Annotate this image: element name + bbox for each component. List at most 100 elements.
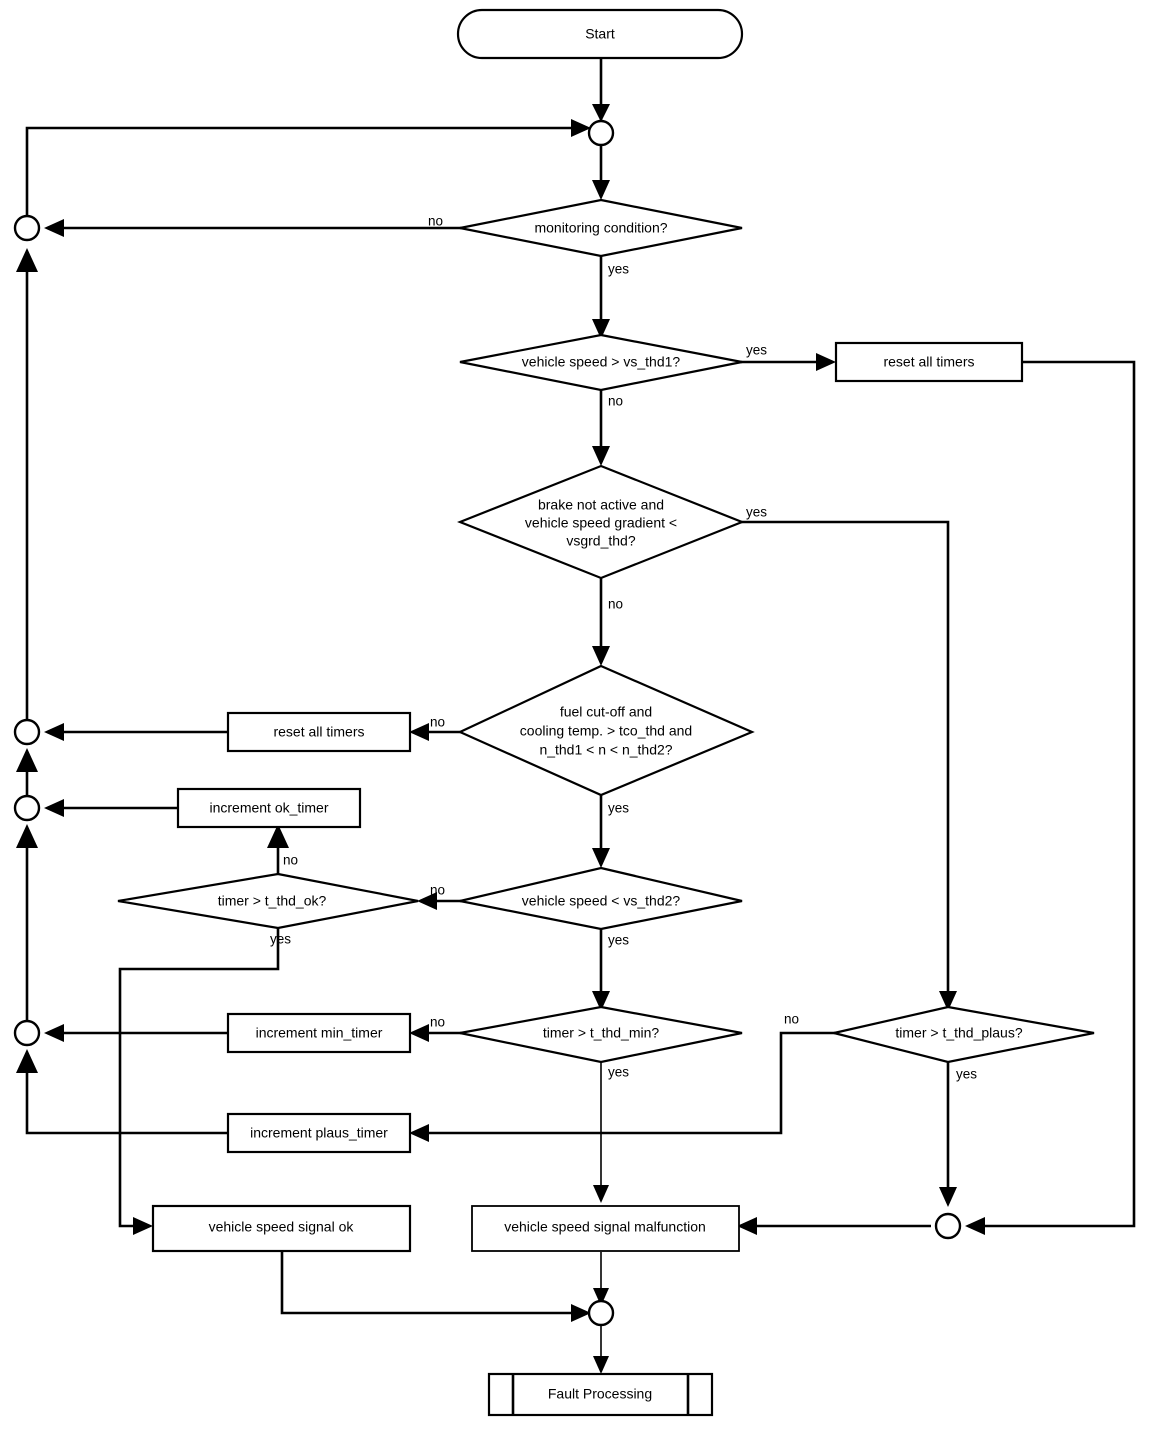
arrowhead-t-thd-ok-no xyxy=(267,824,289,848)
node-vehicle-speed-signal-ok-label: vehicle speed signal ok xyxy=(209,1219,355,1235)
merge-malfunction-right[interactable] xyxy=(934,1212,962,1240)
merge-loop-min[interactable] xyxy=(13,1019,41,1047)
node-brake-not-active-line1: brake not active and xyxy=(538,497,664,513)
arrowhead-t-thd-min-no xyxy=(409,1024,429,1042)
arrowhead-t-thd-plaus-yes xyxy=(939,1187,957,1207)
node-timer-gt-t-thd-min-label: timer > t_thd_min? xyxy=(543,1025,660,1041)
arrowhead-vs-thd2-no xyxy=(417,892,437,910)
arrowhead-spine-min-to-ok xyxy=(16,824,38,848)
merge-loop-top[interactable] xyxy=(587,119,615,147)
node-reset-all-timers-top-label: reset all timers xyxy=(883,354,974,370)
arrowhead-spine-reset-to-top xyxy=(16,248,38,272)
node-increment-ok-timer[interactable]: increment ok_timer xyxy=(176,787,362,829)
edge-label-t-thd-ok-no: no xyxy=(283,853,298,868)
merge-fault-entry[interactable] xyxy=(587,1299,615,1327)
node-fuel-cut-off-line1: fuel cut-off and xyxy=(560,704,652,720)
node-timer-gt-t-thd-plaus-label: timer > t_thd_plaus? xyxy=(895,1025,1022,1041)
arrowhead-start-to-merge xyxy=(592,104,610,122)
node-vehicle-speed-signal-malfunction-label: vehicle speed signal malfunction xyxy=(504,1219,706,1235)
arrowhead-t-thd-plaus-no xyxy=(409,1124,429,1142)
arrowhead-merge-to-monitoring xyxy=(592,180,610,200)
node-brake-not-active[interactable]: brake not active and vehicle speed gradi… xyxy=(457,464,745,580)
edge-ok-to-fault-merge xyxy=(280,1252,588,1315)
edge-label-brake-yes: yes xyxy=(746,505,767,520)
node-vehicle-speed-gt-vs-thd1[interactable]: vehicle speed > vs_thd1? xyxy=(459,333,743,392)
arrowhead-t-thd-ok-yes xyxy=(133,1217,153,1235)
edge-reset-top-to-right-rail xyxy=(968,360,1136,1228)
arrowhead-spine-ok-to-reset xyxy=(16,748,38,772)
arrowhead-vs-thd2-yes xyxy=(592,991,610,1011)
node-vehicle-speed-signal-malfunction[interactable]: vehicle speed signal malfunction xyxy=(471,1205,740,1252)
edge-brake-yes xyxy=(740,520,950,1007)
node-increment-ok-timer-label: increment ok_timer xyxy=(209,800,328,816)
node-fault-processing-label: Fault Processing xyxy=(548,1386,652,1402)
node-start-label: Start xyxy=(585,26,615,42)
node-fuel-cut-off[interactable]: fuel cut-off and cooling temp. > tco_thd… xyxy=(457,664,755,797)
arrowhead-plaus-timer-to-spine xyxy=(16,1049,38,1073)
arrowhead-monitoring-no xyxy=(44,219,64,237)
edge-label-vs-thd2-no: no xyxy=(430,883,445,898)
node-brake-not-active-line3: vsgrd_thd? xyxy=(566,533,635,549)
merge-loop-monitoring[interactable] xyxy=(13,214,41,242)
merge-loop-ok[interactable] xyxy=(13,794,41,822)
edge-label-t-thd-plaus-no: no xyxy=(784,1012,799,1027)
edge-label-fuel-yes: yes xyxy=(608,801,629,816)
edge-label-vs-thd1-yes: yes xyxy=(746,343,767,358)
node-monitoring-condition[interactable]: monitoring condition? xyxy=(459,198,743,258)
node-fault-processing[interactable]: Fault Processing xyxy=(487,1372,714,1417)
node-start[interactable]: Start xyxy=(456,8,744,60)
arrowhead-reset-mid-to-spine xyxy=(44,723,64,741)
edge-t-thd-ok-yes xyxy=(118,928,280,1228)
arrowhead-merge-right-to-malfunction xyxy=(737,1217,757,1235)
edge-label-t-thd-min-yes: yes xyxy=(608,1065,629,1080)
node-fuel-cut-off-line3: n_thd1 < n < n_thd2? xyxy=(539,742,672,758)
node-reset-all-timers-top[interactable]: reset all timers xyxy=(834,341,1024,383)
arrowhead-malfunction-to-fault-merge xyxy=(593,1288,609,1306)
node-increment-min-timer-label: increment min_timer xyxy=(256,1025,383,1041)
edge-label-t-thd-min-no: no xyxy=(430,1015,445,1030)
edge-label-t-thd-plaus-yes: yes xyxy=(956,1067,977,1082)
edge-label-vs-thd1-no: no xyxy=(608,394,623,409)
node-increment-min-timer[interactable]: increment min_timer xyxy=(226,1012,412,1054)
arrowhead-brake-yes-to-plaus xyxy=(939,991,957,1011)
edge-return-loop-to-top-merge xyxy=(25,126,588,228)
edge-label-monitoring-yes: yes xyxy=(608,262,629,277)
merge-loop-reset[interactable] xyxy=(13,718,41,746)
node-brake-not-active-line2: vehicle speed gradient < xyxy=(525,515,677,531)
node-reset-all-timers-mid-label: reset all timers xyxy=(273,724,364,740)
arrowhead-ok-timer-to-spine xyxy=(44,799,64,817)
edge-plaus-timer-to-spine xyxy=(25,1058,228,1135)
arrowhead-return-loop-to-top-merge xyxy=(571,119,591,137)
node-vehicle-speed-signal-ok[interactable]: vehicle speed signal ok xyxy=(151,1204,412,1253)
arrowhead-vs-thd1-yes xyxy=(816,353,836,371)
edge-layer xyxy=(16,57,1136,1374)
node-reset-all-timers-mid[interactable]: reset all timers xyxy=(226,711,412,753)
node-fuel-cut-off-line2: cooling temp. > tco_thd and xyxy=(520,723,692,739)
node-timer-gt-t-thd-ok[interactable]: timer > t_thd_ok? xyxy=(117,872,419,930)
edge-label-layer: no yes yes no yes no no yes no yes no ye… xyxy=(270,214,977,1082)
edge-label-vs-thd2-yes: yes xyxy=(608,933,629,948)
arrowhead-brake-no xyxy=(592,646,610,666)
node-increment-plaus-timer-label: increment plaus_timer xyxy=(250,1125,388,1141)
edge-label-monitoring-no: no xyxy=(428,214,443,229)
edge-label-fuel-no: no xyxy=(430,715,445,730)
arrowhead-t-thd-min-yes xyxy=(593,1185,609,1203)
node-timer-gt-t-thd-min[interactable]: timer > t_thd_min? xyxy=(459,1005,743,1064)
arrowhead-min-timer-to-spine xyxy=(44,1024,64,1042)
node-vehicle-speed-lt-vs-thd2[interactable]: vehicle speed < vs_thd2? xyxy=(459,866,743,931)
arrowhead-fuel-yes xyxy=(592,848,610,868)
node-timer-gt-t-thd-plaus[interactable]: timer > t_thd_plaus? xyxy=(833,1005,1095,1064)
edge-t-thd-plaus-no xyxy=(412,1031,836,1135)
node-vehicle-speed-gt-vs-thd1-label: vehicle speed > vs_thd1? xyxy=(522,354,681,370)
node-increment-plaus-timer[interactable]: increment plaus_timer xyxy=(226,1112,412,1154)
arrowhead-monitoring-yes xyxy=(592,319,610,339)
node-timer-gt-t-thd-ok-label: timer > t_thd_ok? xyxy=(218,893,327,909)
arrowhead-right-rail-to-merge xyxy=(965,1217,985,1235)
node-vehicle-speed-lt-vs-thd2-label: vehicle speed < vs_thd2? xyxy=(522,893,681,909)
arrowhead-vs-thd1-no xyxy=(592,446,610,466)
arrowhead-ok-to-fault-merge xyxy=(571,1304,591,1322)
arrowhead-fault-merge-to-processing xyxy=(593,1356,609,1374)
arrowhead-fuel-no xyxy=(409,723,429,741)
